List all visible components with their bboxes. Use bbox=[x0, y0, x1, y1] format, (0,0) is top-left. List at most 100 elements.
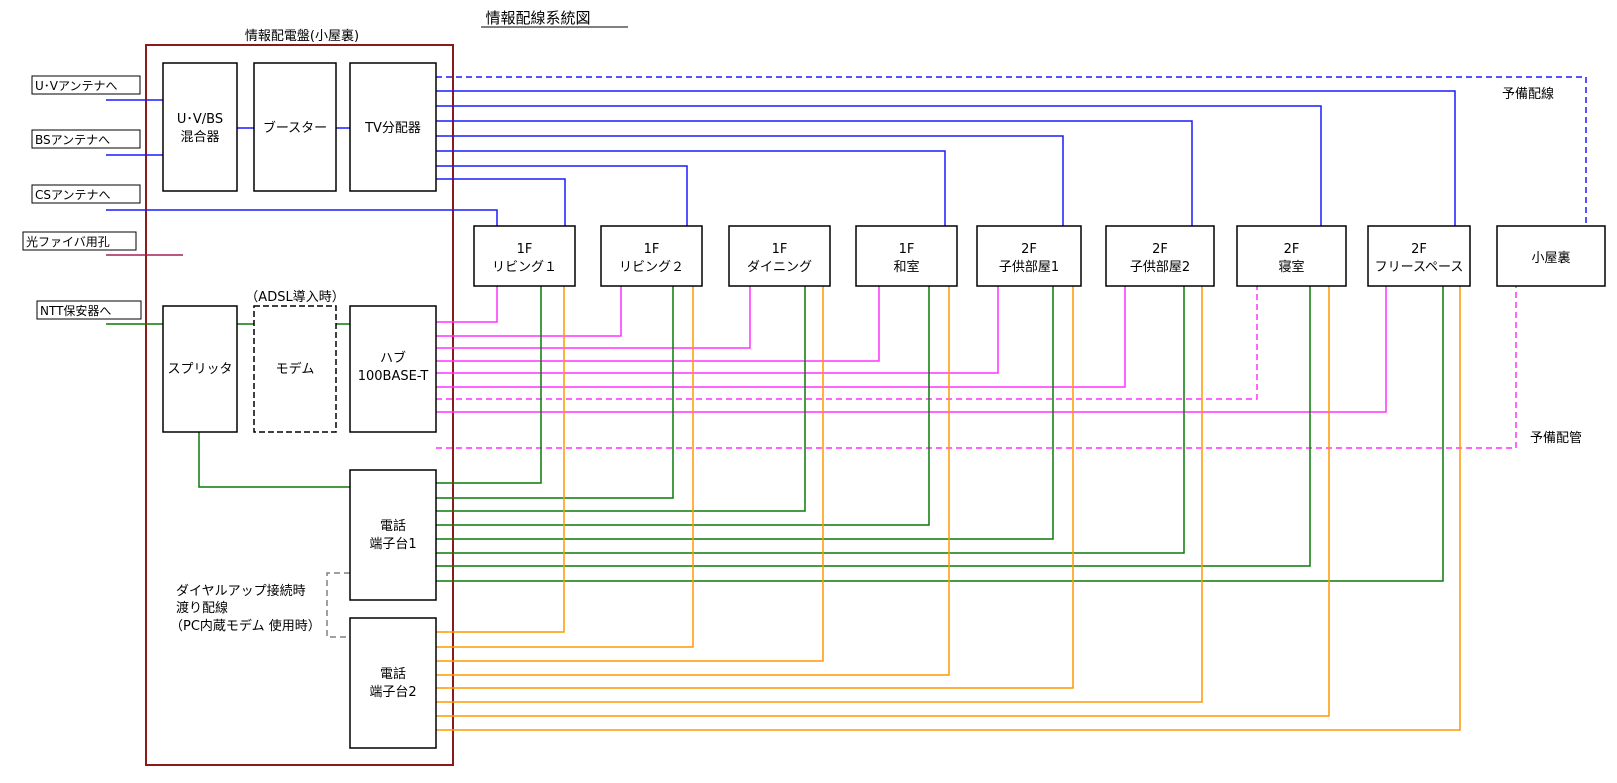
panel-title: 情報配電盤(小屋裏) bbox=[245, 29, 359, 44]
phone-splitter-label: スプリッタ bbox=[167, 362, 232, 377]
uv-antenna-label: U･Vアンテナへ bbox=[35, 79, 118, 93]
dialup-jumper bbox=[326, 572, 350, 638]
phone-terminal-2-line2: 端子台2 bbox=[369, 685, 416, 700]
room-frame bbox=[1496, 225, 1606, 287]
modem-note: （ADSL導入時） bbox=[245, 290, 344, 305]
room-box: 1F 和室 bbox=[855, 225, 958, 287]
cs-line bbox=[106, 209, 498, 226]
room-name: 小屋裏 bbox=[1531, 251, 1570, 266]
tv-wire-spare bbox=[436, 76, 1587, 226]
mixer-label-line2: 混合器 bbox=[180, 130, 219, 145]
external-lines bbox=[106, 99, 498, 325]
room-name: 子供部屋1 bbox=[999, 260, 1059, 275]
room-name: リビング１ bbox=[492, 260, 557, 275]
modem-box bbox=[253, 305, 337, 433]
mixer-box bbox=[162, 62, 238, 192]
dialup-note-line2: 渡り配線 bbox=[176, 600, 228, 616]
booster-label: ブースター bbox=[263, 120, 327, 136]
lan-wire-spare bbox=[436, 286, 1258, 400]
phone-splitter-box bbox=[162, 305, 238, 433]
phone2-wire bbox=[436, 286, 950, 676]
fiber-hole-label: 光ファイバ用孔 bbox=[26, 235, 110, 249]
room-name: フリースペース bbox=[1375, 260, 1464, 275]
tv-wire bbox=[436, 120, 1193, 226]
phone1-wire bbox=[436, 286, 1054, 540]
splitter-phone1-link bbox=[198, 432, 350, 488]
room-name: 子供部屋2 bbox=[1130, 260, 1190, 275]
lan-wire bbox=[436, 286, 1126, 388]
phone1-wire bbox=[436, 286, 806, 512]
room-frame bbox=[600, 225, 703, 287]
room-floor: 1F bbox=[517, 242, 533, 257]
lan-wire bbox=[436, 286, 1387, 413]
room-frame bbox=[473, 225, 576, 287]
phone1-wire bbox=[436, 286, 542, 484]
phone2-wire bbox=[436, 286, 824, 662]
room-floor: 1F bbox=[772, 242, 788, 257]
room-box: 2F 寝室 bbox=[1236, 225, 1347, 287]
phone1-wire bbox=[436, 286, 1185, 554]
ntt-box bbox=[36, 300, 142, 320]
room-box: 2F フリースペース bbox=[1367, 225, 1471, 287]
room-frame bbox=[1105, 225, 1215, 287]
room-name: ダイニング bbox=[747, 260, 812, 275]
phone1-wire bbox=[436, 286, 674, 499]
phone1-wire bbox=[436, 286, 930, 526]
phone2-wire bbox=[436, 286, 1330, 717]
modem-label: モデム bbox=[276, 361, 315, 377]
ntt-label: NTT保安器へ bbox=[40, 303, 111, 318]
fiber-hole-box bbox=[22, 231, 137, 251]
room-floor: 1F bbox=[644, 242, 660, 257]
hub-label-line2: 100BASE-T bbox=[358, 369, 429, 384]
phone1-wire bbox=[436, 286, 1311, 567]
room-floor: 2F bbox=[1021, 242, 1037, 257]
room-name: 寝室 bbox=[1278, 259, 1304, 275]
lan-conduit-spare bbox=[436, 286, 1517, 449]
phone2-wire bbox=[436, 286, 1074, 689]
tv-wire bbox=[436, 105, 1322, 226]
panel-links bbox=[198, 127, 350, 638]
booster-box bbox=[253, 62, 337, 192]
room-box: 小屋裏 bbox=[1496, 225, 1606, 287]
hub-box bbox=[349, 305, 437, 433]
mixer-label-line1: U･V/BS bbox=[177, 112, 223, 127]
room-box: 2F 子供部屋2 bbox=[1105, 225, 1215, 287]
tv-wire bbox=[436, 165, 688, 226]
lan-wire bbox=[436, 286, 751, 349]
tv-wire bbox=[436, 178, 566, 226]
phone2-wire bbox=[436, 286, 1461, 731]
external-labels: U･Vアンテナへ BSアンテナへ CSアンテナへ 光ファイバ用孔 NTT保安器へ bbox=[22, 75, 142, 320]
room-floor: 1F bbox=[899, 242, 915, 257]
room-name: リビング２ bbox=[619, 260, 684, 275]
room-frame bbox=[1236, 225, 1347, 287]
room-box: 1F ダイニング bbox=[728, 225, 831, 287]
lan-wire bbox=[436, 286, 999, 374]
tv-splitter-label: TV分配器 bbox=[364, 121, 421, 136]
room-box: 2F 子供部屋1 bbox=[976, 225, 1082, 287]
panel-devices: U･V/BS 混合器 ブースター TV分配器 スプリッタ （ADSL導入時） モ… bbox=[162, 62, 437, 749]
phone-terminal-2-line1: 電話 bbox=[380, 666, 406, 682]
diagram-title: 情報配線系統図 bbox=[485, 9, 590, 27]
room-floor: 2F bbox=[1152, 242, 1168, 257]
bs-antenna-box bbox=[31, 129, 141, 149]
distribution-panel bbox=[145, 44, 454, 766]
lan-wire bbox=[436, 286, 498, 323]
room-box: 1F リビング１ bbox=[473, 225, 576, 287]
room-frame bbox=[728, 225, 831, 287]
phone-terminal-1-box bbox=[349, 469, 437, 601]
tv-splitter-box bbox=[349, 62, 437, 192]
cs-antenna-label: CSアンテナへ bbox=[35, 188, 111, 202]
room-box: 1F リビング２ bbox=[600, 225, 703, 287]
phone2-wire bbox=[436, 286, 565, 633]
phone2-wire bbox=[436, 286, 694, 648]
room-floor: 2F bbox=[1411, 242, 1427, 257]
tv-wire bbox=[436, 135, 1064, 226]
spare-wiring-note: 予備配線 bbox=[1502, 86, 1554, 102]
dialup-note-line3: （PC内蔵モデム 使用時） bbox=[170, 618, 321, 634]
phone-terminal-1-line2: 端子台1 bbox=[369, 537, 416, 552]
lan-wire bbox=[436, 286, 880, 362]
phone2-wire bbox=[436, 286, 1203, 703]
tv-wire bbox=[436, 90, 1456, 226]
bs-antenna-label: BSアンテナへ bbox=[35, 133, 110, 147]
